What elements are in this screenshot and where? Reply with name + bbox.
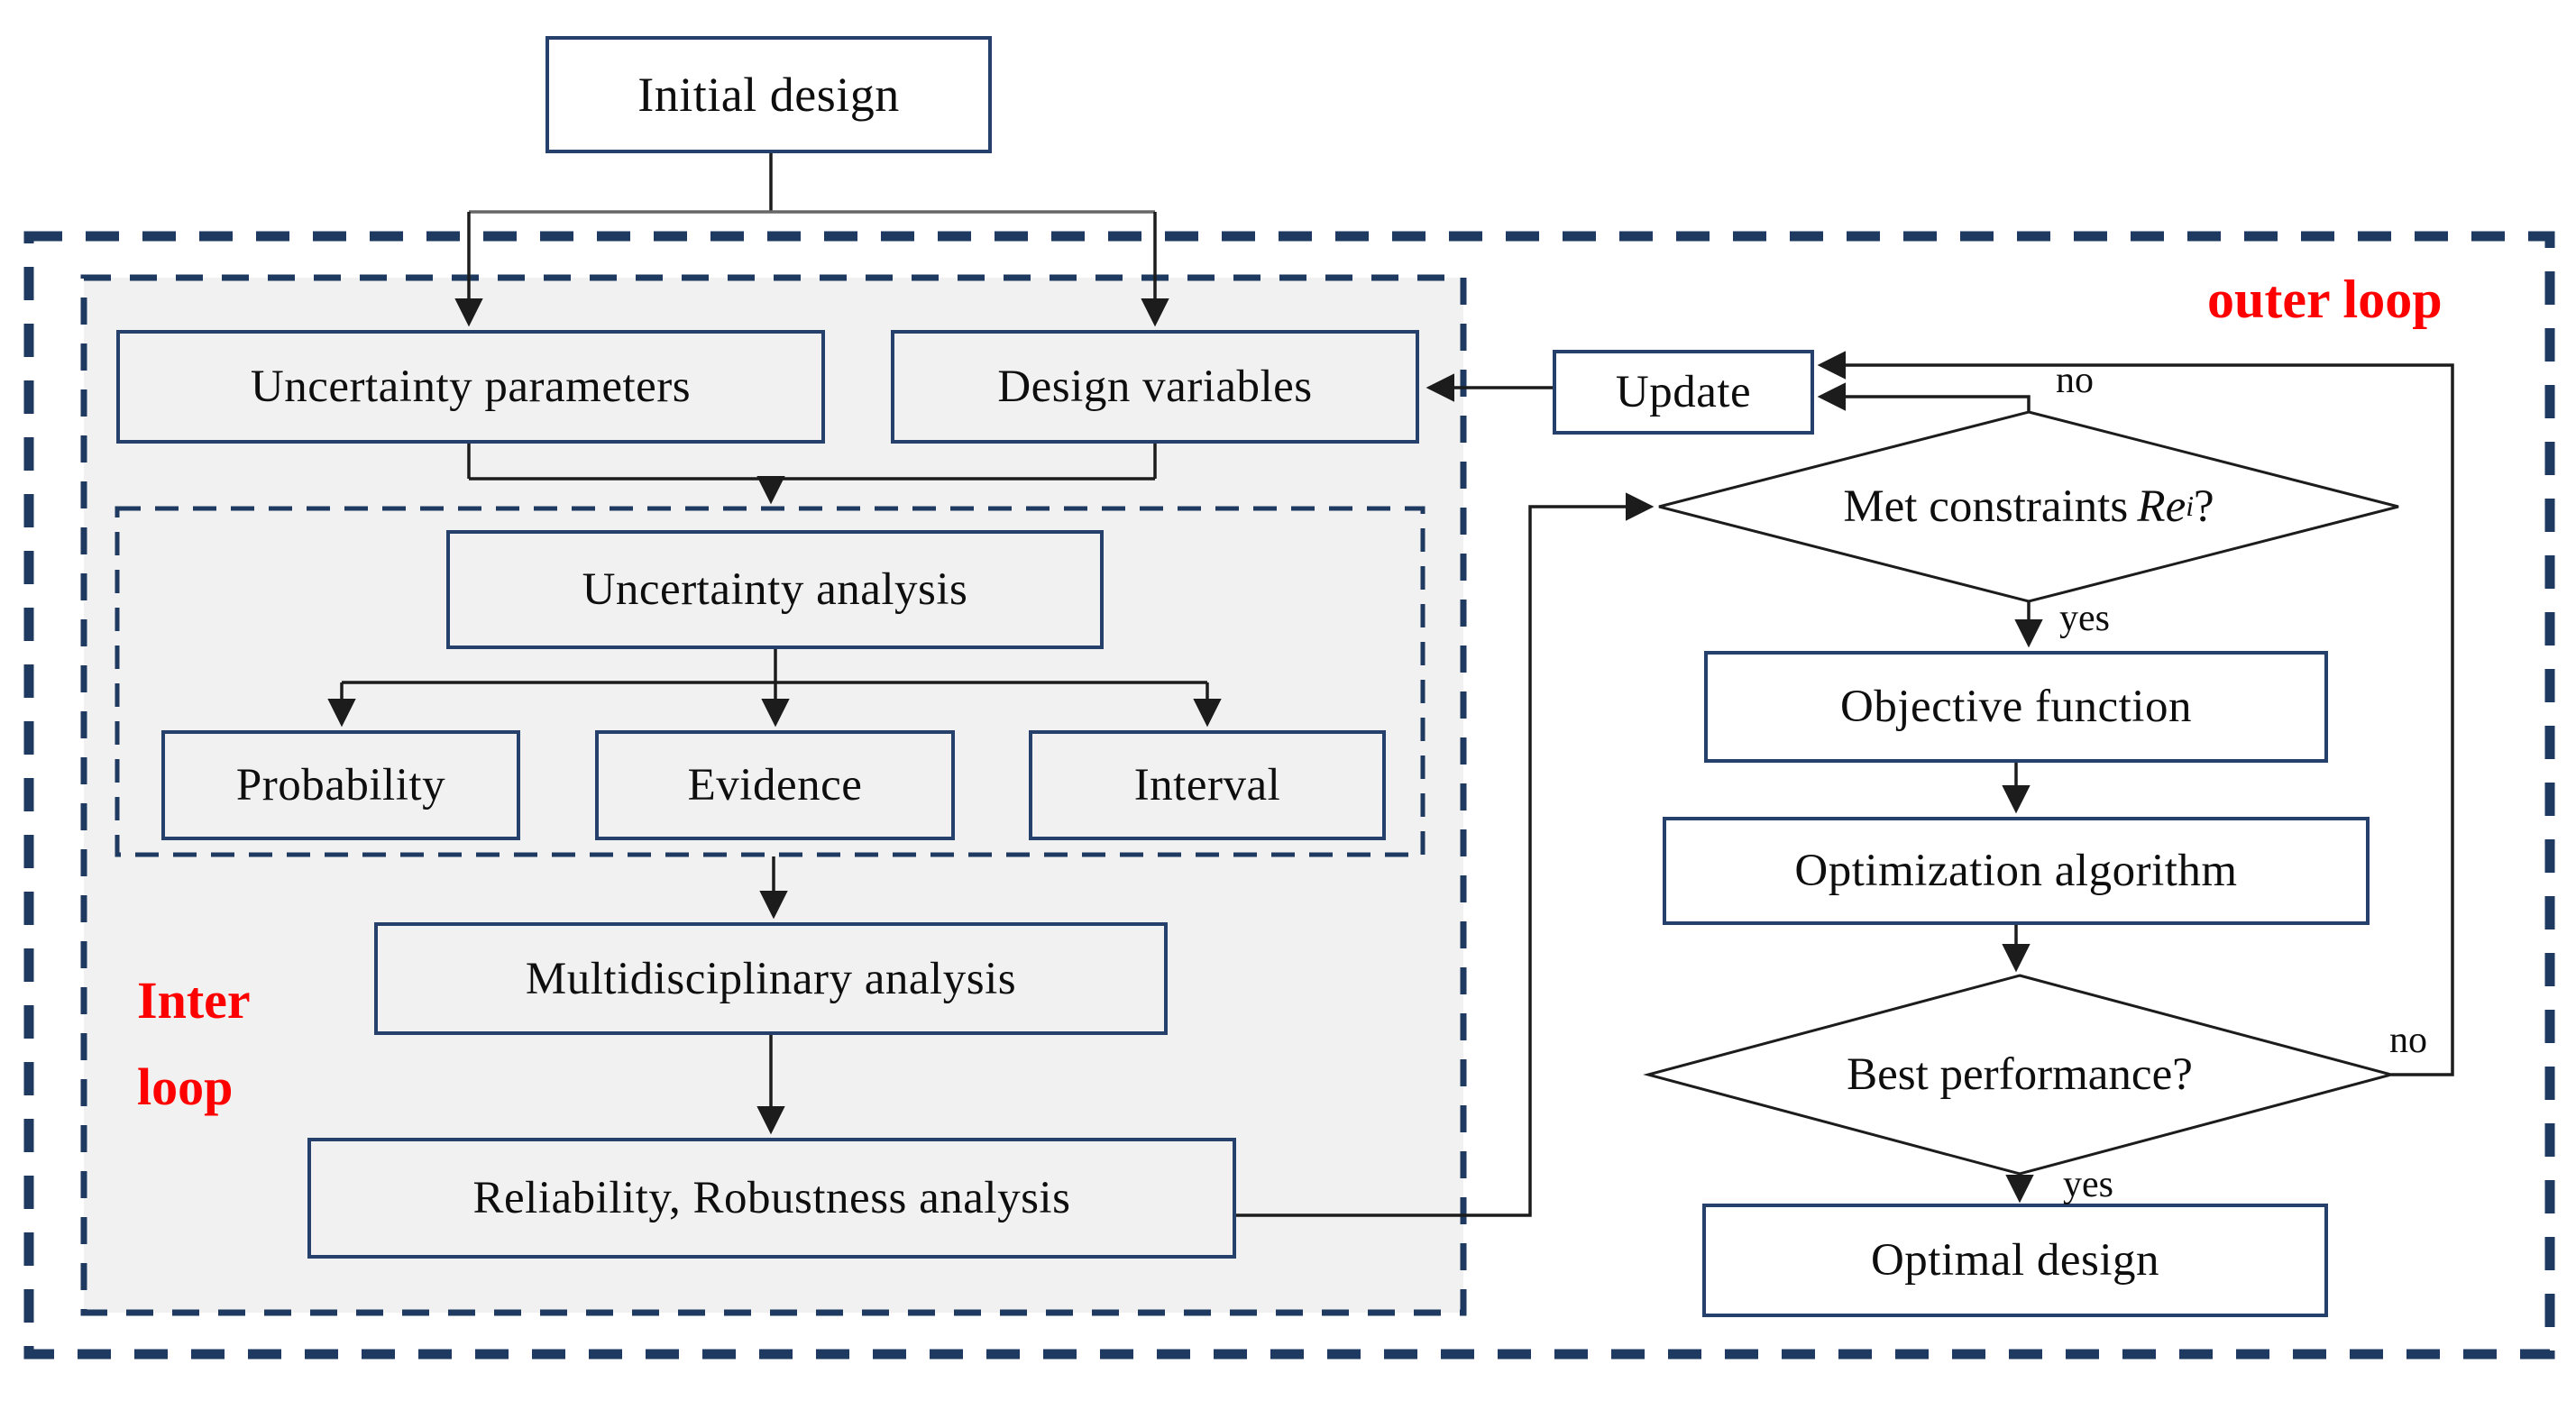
edge-met-no-to-update <box>1817 382 2031 412</box>
optimization-algorithm-box: Optimization algorithm <box>1663 817 2370 925</box>
probability-label: Probability <box>235 760 446 810</box>
uncertainty-parameters-box: Uncertainty parameters <box>116 330 825 444</box>
edge-best-no-feedback-to-update <box>1817 351 2454 1076</box>
evidence-label: Evidence <box>687 760 863 810</box>
probability-box: Probability <box>161 730 520 840</box>
best-performance-no-label: no <box>2389 1020 2427 1061</box>
reliability-robustness-label: Reliability, Robustness analysis <box>472 1173 1071 1223</box>
outer-loop-border <box>23 231 2555 1360</box>
best-performance-diamond <box>1643 974 2397 1176</box>
initial-design-label: Initial design <box>637 68 900 122</box>
optimal-design-label: Optimal design <box>1870 1235 2160 1286</box>
outer-loop-label: outer loop <box>2207 270 2443 329</box>
update-box: Update <box>1553 350 1814 435</box>
multidisciplinary-analysis-box: Multidisciplinary analysis <box>374 922 1168 1035</box>
met-constraints-diamond <box>1658 410 2399 603</box>
uncertainty-analysis-box: Uncertainty analysis <box>446 530 1104 649</box>
interval-label: Interval <box>1133 760 1281 810</box>
optimization-algorithm-label: Optimization algorithm <box>1794 846 2238 896</box>
met-constraints-no-label: no <box>2056 360 2094 401</box>
multidisciplinary-analysis-label: Multidisciplinary analysis <box>525 953 1017 1004</box>
inner-loop-label-line2: loop <box>137 1058 234 1116</box>
design-variables-box: Design variables <box>891 330 1419 444</box>
met-constraints-yes-label: yes <box>2059 598 2110 639</box>
uncertainty-parameters-label: Uncertainty parameters <box>250 362 692 412</box>
reliability-robustness-box: Reliability, Robustness analysis <box>307 1138 1236 1259</box>
inner-loop-label: Inter loop <box>137 957 251 1131</box>
uncertainty-group-border <box>115 506 1426 857</box>
initial-design-box: Initial design <box>545 36 992 153</box>
design-variables-label: Design variables <box>997 362 1313 412</box>
objective-function-label: Objective function <box>1840 682 2192 732</box>
inner-loop-label-line1: Inter <box>137 971 251 1030</box>
best-performance-yes-label: yes <box>2063 1164 2113 1205</box>
optimal-design-box: Optimal design <box>1702 1204 2328 1317</box>
objective-function-box: Objective function <box>1704 651 2328 763</box>
best-performance-label: Best performance? <box>1847 1049 2193 1100</box>
edge-reliability-to-met-constraints <box>1236 492 1655 1217</box>
evidence-box: Evidence <box>595 730 955 840</box>
interval-box: Interval <box>1029 730 1386 840</box>
uncertainty-analysis-label: Uncertainty analysis <box>582 564 968 615</box>
update-label: Update <box>1615 367 1752 417</box>
